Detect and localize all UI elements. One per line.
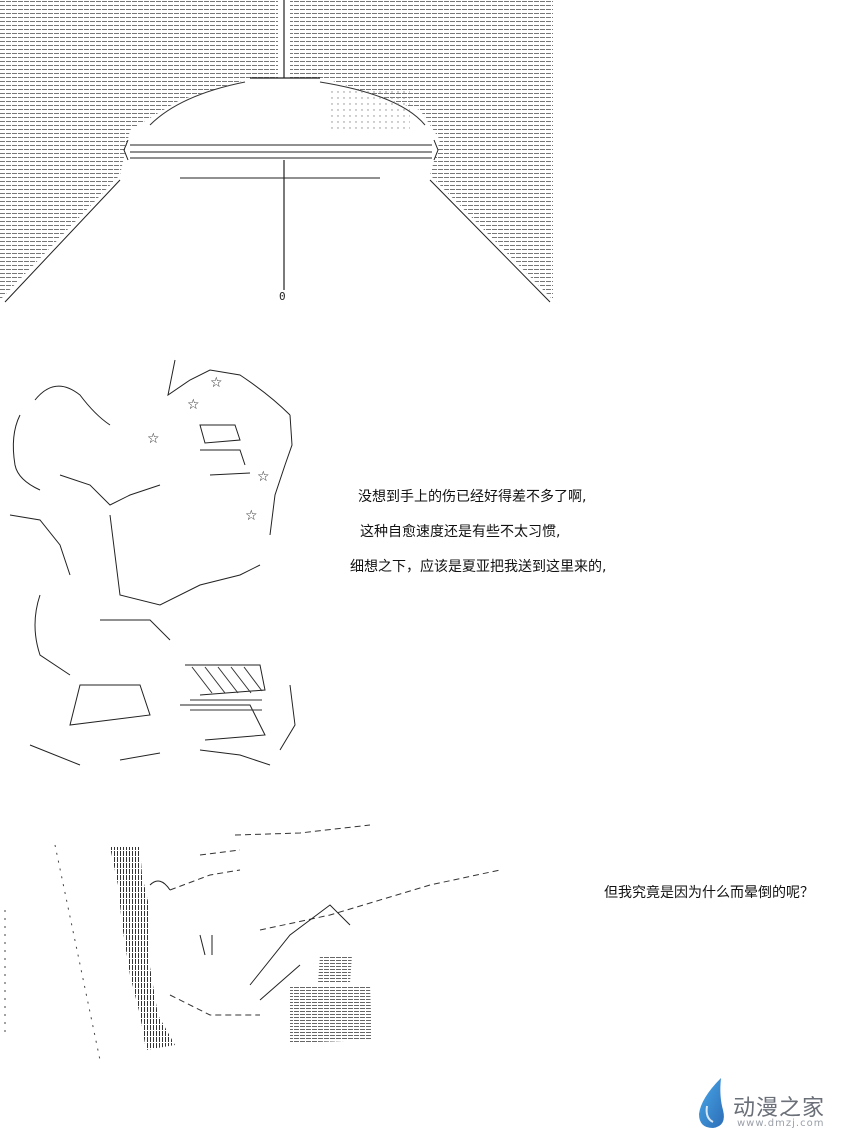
droplet-logo-icon [699,1078,724,1128]
dialogue-line-3: 细想之下，应该是夏亚把我送到这里来的, [350,559,607,575]
dialogue-line-4: 但我究竟是因为什么而晕倒的呢？ [604,885,814,901]
face-ascii-art [4,824,501,1061]
panel-room-scene: 0 [0,0,553,305]
svg-text:☆: ☆ [210,375,223,391]
svg-text:☆: ☆ [147,431,160,447]
character-ascii-art: ☆ ☆ ☆ ☆ ☆ [9,359,296,766]
dialogue-line-1: 没想到手上的伤已经好得差不多了啊, [358,489,587,505]
svg-text:☆: ☆ [257,469,270,485]
panel-character-awake: ☆ ☆ ☆ ☆ ☆ [0,355,320,785]
svg-text:☆: ☆ [187,397,200,413]
panel-face-closeup [0,815,520,1065]
dialogue-line-2: 这种自愈速度还是有些不太习惯, [360,524,561,540]
svg-text:☆: ☆ [245,508,258,524]
watermark-url: www.dmzj.com [737,1118,825,1129]
watermark: 动漫之家 www.dmzj.com [693,1076,853,1136]
watermark-brand: 动漫之家 [733,1096,826,1121]
room-ascii-art [0,0,553,305]
dialogue-block-2: 但我究竟是因为什么而晕倒的呢？ [600,880,850,904]
dialogue-block-1: 没想到手上的伤已经好得差不多了啊, 这种自愈速度还是有些不太习惯, 细想之下，应… [340,480,700,590]
scene-counter-label: 0 [279,290,286,303]
